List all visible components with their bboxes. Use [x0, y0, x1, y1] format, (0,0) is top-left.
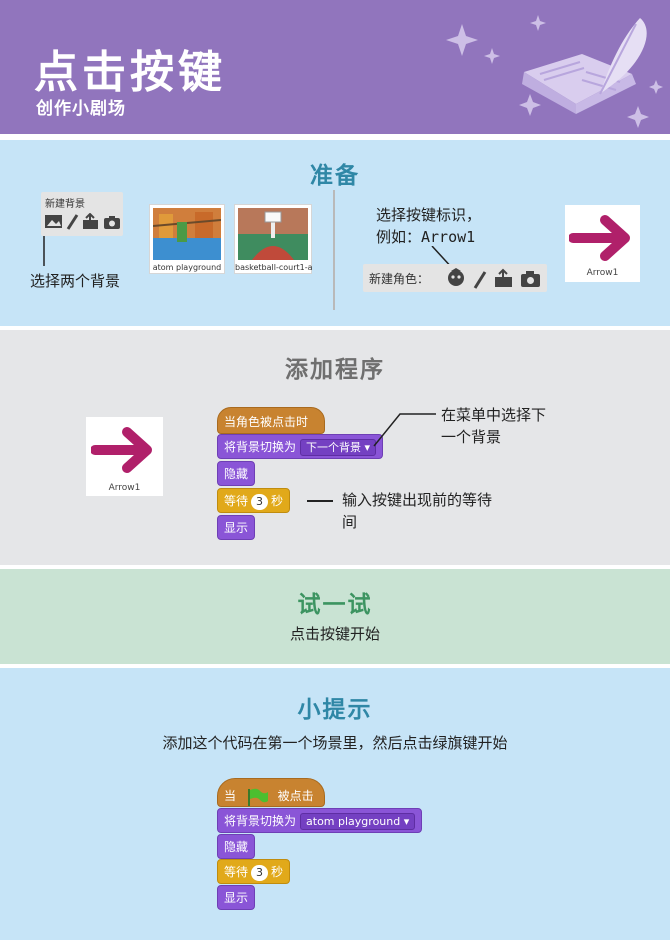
hide-block[interactable]: 隐藏	[217, 834, 256, 859]
backdrop-thumb-label: basketball-court1-a	[235, 263, 313, 272]
show-block[interactable]: 显示	[217, 885, 256, 910]
sprite-card-arrow[interactable]: Arrow1	[86, 417, 163, 496]
backdrop-dropdown-value: 下一个背景	[306, 441, 362, 454]
tips-heading: 小提示	[297, 697, 373, 723]
backdrop-tools	[45, 213, 120, 230]
choose-backdrop-icon	[45, 215, 62, 228]
pointer-line	[373, 413, 436, 447]
header-banner: 点击按键 创作小剧场	[0, 0, 670, 134]
upload-icon	[495, 268, 512, 287]
try-it-text: 点击按键开始	[289, 625, 380, 643]
page-subtitle: 创作小剧场	[36, 99, 126, 119]
book-quill-illustration	[446, 15, 663, 128]
switch-backdrop-label: 将背景切换为	[224, 814, 297, 828]
prepare-heading: 准备	[310, 163, 360, 189]
pointer-line	[43, 236, 45, 266]
paint-brush-icon	[66, 214, 79, 230]
wait-seconds-input[interactable]: 3	[251, 864, 269, 881]
backdrop-thumb-playground[interactable]: atom playground	[149, 204, 225, 274]
backdrop-dropdown[interactable]: 下一个背景 ▾	[300, 439, 377, 456]
show-block[interactable]: 显示	[217, 515, 256, 540]
try-it-section: 试一试 点击按键开始	[0, 569, 670, 664]
try-it-heading: 试一试	[297, 592, 373, 618]
new-sprite-label: 新建角色：	[369, 272, 430, 286]
page-title: 点击按键	[34, 47, 226, 98]
wait-unit: 秒	[271, 865, 284, 879]
green-flag-icon	[247, 788, 268, 806]
clicked-label: 被点击	[277, 789, 314, 803]
book-icon	[522, 54, 636, 114]
section-divider	[333, 190, 335, 310]
switch-backdrop-block[interactable]: 将背景切换为下一个背景 ▾	[217, 434, 384, 459]
sprite-tools	[448, 268, 540, 289]
tips-section: 小提示 添加这个代码在第一个场景里，然后点击绿旗键开始 当 被点击 将背景切换为…	[0, 668, 670, 940]
basketball-court-image	[238, 208, 308, 260]
sprite-card-arrow[interactable]: Arrow1	[565, 205, 640, 282]
sprite-instruction-line2: 例如：Arrow1	[376, 228, 476, 246]
new-sprite-panel: 新建角色：	[363, 264, 547, 292]
tips-text: 添加这个代码在第一个场景里，然后点击绿旗键开始	[162, 734, 508, 752]
sprite-name: Arrow1	[586, 268, 619, 278]
wait-label: 等待	[224, 494, 249, 508]
choose-sprite-icon	[448, 268, 464, 286]
wait-note-line2: 间	[342, 513, 358, 531]
hide-block[interactable]: 隐藏	[217, 461, 256, 486]
quill-icon	[599, 18, 647, 95]
arrow-icon	[569, 215, 630, 261]
menu-note-line1: 在菜单中选择下	[441, 406, 547, 424]
new-backdrop-label: 新建背景	[45, 199, 85, 210]
camera-icon	[104, 216, 120, 229]
backdrop-dropdown-value: atom playground	[306, 815, 401, 828]
backdrop-instruction: 选择两个背景	[30, 272, 121, 290]
add-program-heading: 添加程序	[285, 357, 385, 383]
wait-seconds-input[interactable]: 3	[251, 493, 269, 510]
wait-note-line1: 输入按键出现前的等待	[342, 491, 493, 509]
menu-note-line2: 一个背景	[441, 428, 502, 446]
when-label: 当	[224, 789, 237, 803]
backdrop-dropdown[interactable]: atom playground ▾	[300, 813, 416, 830]
when-flag-clicked-block[interactable]: 当 被点击	[217, 778, 325, 807]
prepare-section: 准备 新建背景 选择两个背景 atom playground	[0, 140, 670, 326]
sprite-name: Arrow1	[108, 483, 141, 493]
when-sprite-clicked-block[interactable]: 当角色被点击时	[217, 407, 325, 434]
pointer-line	[307, 500, 333, 502]
switch-backdrop-label: 将背景切换为	[224, 440, 297, 454]
playground-image	[153, 208, 221, 260]
camera-icon	[521, 271, 540, 287]
wait-label: 等待	[224, 865, 249, 879]
upload-icon	[83, 213, 98, 229]
sprite-instruction-line1: 选择按键标识，	[376, 206, 482, 224]
backdrop-thumb-basketball[interactable]: basketball-court1-a	[234, 204, 313, 274]
new-backdrop-panel: 新建背景	[41, 192, 123, 236]
backdrop-thumb-label: atom playground	[152, 263, 222, 272]
wait-unit: 秒	[271, 494, 284, 508]
arrow-icon	[91, 427, 152, 473]
sparkle-star-icon	[446, 15, 663, 128]
paint-brush-icon	[473, 271, 487, 289]
